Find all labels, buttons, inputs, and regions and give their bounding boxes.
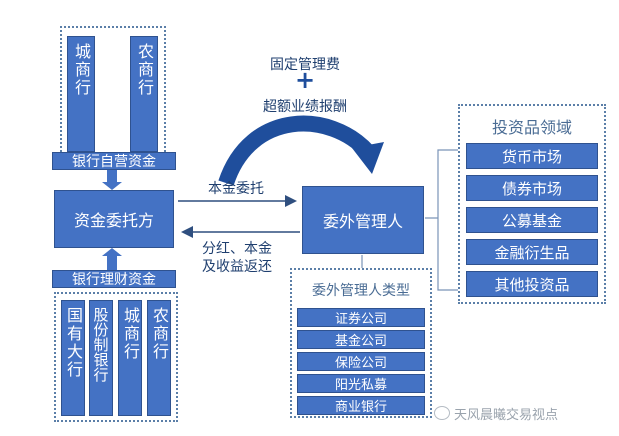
investment-title: 投资品领域 xyxy=(491,118,572,137)
investment-public-fund: 公募基金 xyxy=(466,207,598,233)
fee-fixed-label: 固定管理费 xyxy=(270,57,340,73)
top-source-rural-bank: 农商行 xyxy=(130,36,158,152)
bottom-source-city-bank: 城商行 xyxy=(118,300,142,416)
manager-types-group xyxy=(290,268,432,418)
bottom-source-state-bank: 国有大行 xyxy=(61,300,85,416)
manager-type-fund: 基金公司 xyxy=(297,330,425,349)
manager-type-private-fund: 阳光私募 xyxy=(297,374,425,393)
investment-other: 其他投资品 xyxy=(466,271,598,297)
investment-money-market: 货币市场 xyxy=(466,143,598,169)
manager-types-title: 委外管理人类型 xyxy=(312,283,410,299)
fee-plus-label: + xyxy=(294,66,316,94)
return-label-line1: 分红、本金 xyxy=(202,241,272,257)
fee-excess-label: 超额业绩报酬 xyxy=(263,99,347,115)
investment-derivatives: 金融衍生品 xyxy=(466,239,598,265)
wechat-icon xyxy=(434,406,450,420)
manager-type-securities: 证券公司 xyxy=(297,308,425,327)
manager-type-commercial-bank: 商业银行 xyxy=(297,396,425,415)
bottom-source-joint-stock-bank: 股份制银行 xyxy=(89,300,113,416)
investment-areas-group xyxy=(458,104,606,304)
investment-bond-market: 债券市场 xyxy=(466,175,598,201)
principal-entrust-label: 本金委托 xyxy=(208,181,264,197)
fund-trustor-box: 资金委托方 xyxy=(54,190,174,248)
bottom-source-rural-bank: 农商行 xyxy=(147,300,171,416)
bottom-sources-group xyxy=(54,292,178,422)
fee-curve-arrow xyxy=(218,115,374,186)
bank-self-funds-bar: 银行自营资金 xyxy=(52,152,176,170)
return-label-line2: 及收益返还 xyxy=(202,259,272,275)
top-source-city-bank: 城商行 xyxy=(67,36,95,152)
investment-bracket xyxy=(425,149,458,291)
watermark: 天风晨曦交易视点 xyxy=(434,402,614,424)
manager-type-insurance: 保险公司 xyxy=(297,352,425,371)
outsourced-manager-box: 委外管理人 xyxy=(302,186,424,254)
bank-wealth-funds-bar: 银行理财资金 xyxy=(52,270,176,288)
